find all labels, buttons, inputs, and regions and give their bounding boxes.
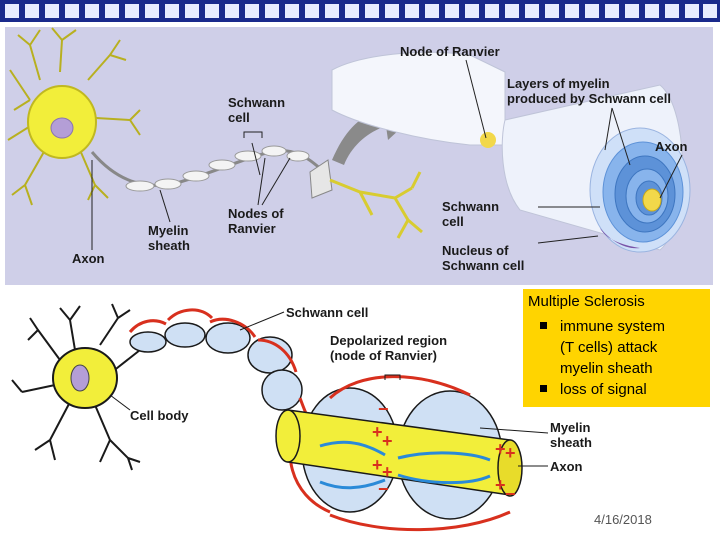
schwann-nucleus [600,228,640,249]
title-bar-square [345,4,359,18]
label-layers-of-myelin: Layers of myelin produced by Schwann cel… [507,76,671,106]
top-neuron-nucleus [50,117,74,139]
label-nucleus-of-schwann: Nucleus of Schwann cell [442,243,525,273]
bullet-icon [540,322,547,329]
ms-callout-item-text: loss of signal [560,381,647,398]
title-bar-square [365,4,379,18]
bullet-icon [540,385,547,392]
title-bar-square [405,4,419,18]
charge-plus: + [372,422,383,442]
bottom-blue-arrows [319,440,491,490]
title-bar-square [703,4,717,18]
ms-callout-item: loss of signal [540,379,665,400]
title-bar-square [85,4,99,18]
bottom-neuron [11,303,141,471]
charge-minus: − [505,484,516,504]
title-bar-square [545,4,559,18]
charge-plus: + [382,462,393,482]
title-bar-square [385,4,399,18]
title-bar-square [65,4,79,18]
title-bar-square [285,4,299,18]
title-bar-square [425,4,439,18]
bottom-nucleus [70,364,90,392]
label-myelin-sheath-bottom: Myelin sheath [550,420,592,450]
ms-callout-title: Multiple Sclerosis [528,293,645,310]
myelin-layers [589,127,691,253]
title-bar-square [25,4,39,18]
title-bar-square [225,4,239,18]
title-bar-square [45,4,59,18]
label-node-of-ranvier: Node of Ranvier [400,44,500,59]
charge-minus: − [378,479,389,499]
title-bar-square [685,4,699,18]
title-bar-square [525,4,539,18]
title-bar-square [165,4,179,18]
title-bar-square [105,4,119,18]
charge-plus: + [382,431,393,451]
top-cut-end [309,159,333,199]
label-schwann-cell-top: Schwann cell [228,95,286,125]
label-axon-bottom: Axon [550,459,583,474]
title-bar-square [505,4,519,18]
title-bar-square [625,4,639,18]
title-bar-square [585,4,599,18]
label-nodes-of-ranvier: Nodes of Ranvier [228,206,284,236]
title-bar-square [465,4,479,18]
title-bar-square [125,4,139,18]
label-depolarized-region: Depolarized region (node of Ranvier) [330,333,448,363]
charge-plus: + [372,455,383,475]
label-schwann-cell-bottom: Schwann cell [286,305,369,320]
title-bar-square [605,4,619,18]
title-bar-square [445,4,459,18]
title-bar-square [145,4,159,18]
title-bar-square [245,4,259,18]
title-bar-square [5,4,19,18]
label-myelin-sheath-top: Myelin sheath [148,223,190,253]
title-bar [0,0,720,22]
ms-callout-item: immune system (T cells) attack myelin sh… [540,316,665,379]
charge-plus: + [495,475,506,495]
charge-plus: + [495,439,506,459]
ms-callout-list: immune system (T cells) attack myelin sh… [540,316,665,400]
title-bar-square [185,4,199,18]
charge-plus: + [505,443,516,463]
title-bar-square [665,4,679,18]
title-bar-square [485,4,499,18]
title-bar-square [205,4,219,18]
label-cell-body: Cell body [130,408,189,423]
top-leader-lines [91,59,683,250]
label-axon-left: Axon [72,251,105,266]
top-axon-terminal [329,171,423,239]
label-axon-right: Axon [655,139,688,154]
slide-date: 4/16/2018 [594,512,652,527]
node-axon-exposed [480,132,496,148]
title-bar-square [325,4,339,18]
charge-minus: − [378,399,389,419]
title-bar-square [565,4,579,18]
title-bar-square [645,4,659,18]
title-bar-square [305,4,319,18]
bottom-leader-lines [109,311,549,467]
ms-callout-box [523,289,710,407]
label-schwann-cell-right: Schwann cell [442,199,500,229]
ms-callout-item-text: immune system (T cells) attack myelin sh… [560,318,666,377]
title-bar-square [265,4,279,18]
